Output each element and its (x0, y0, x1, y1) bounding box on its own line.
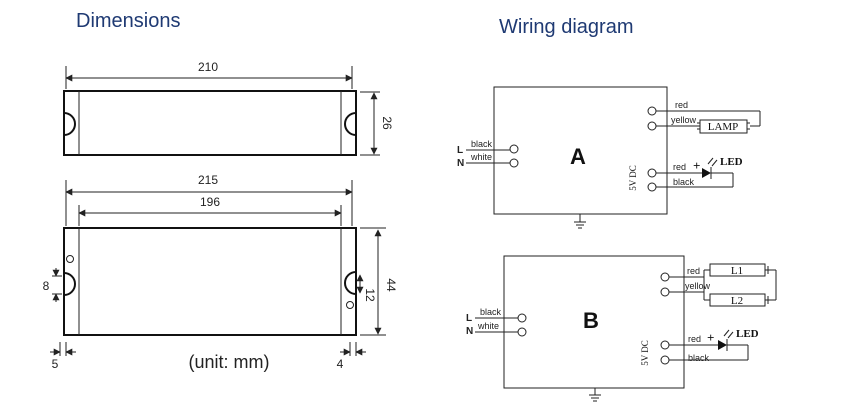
top-view-housing (63, 90, 357, 156)
a-l-label: L (457, 145, 463, 156)
ballast-a-box (493, 86, 668, 215)
ballast-b-letter: B (583, 308, 599, 333)
wiring-diagram-b: B L N black white red yellow L1 L (466, 255, 777, 402)
b-black-wire-label: black (480, 307, 502, 317)
right-mount-notch (344, 271, 357, 295)
a-led-red-label: red (673, 162, 686, 172)
b-led-black-label: black (688, 353, 710, 363)
a-black-wire-label: black (471, 139, 493, 149)
wiring-diagram-title: Wiring diagram (499, 16, 634, 38)
top-length-label: 210 (198, 60, 218, 74)
right-mount-hole (346, 301, 354, 309)
left-margin-label: 5 (52, 357, 59, 371)
a-led-plus: + (693, 158, 700, 173)
a-terminal-n (509, 158, 519, 168)
a-n-label: N (457, 158, 464, 169)
b-lamp-1-label: L1 (731, 265, 743, 277)
a-led-black-label: black (673, 177, 695, 187)
a-yellow-wire-label: yellow (671, 115, 697, 125)
b-led-red-label: red (688, 334, 701, 344)
a-terminal-led-neg (647, 182, 657, 192)
b-yellow-wire-label: yellow (685, 281, 711, 291)
a-terminal-l (509, 144, 519, 154)
hole-spacing-label: 196 (200, 195, 220, 209)
b-terminal-yellow (660, 287, 670, 297)
right-mount-slot (344, 112, 357, 136)
wiring-diagram-a: A L N black white red yellow LAMP (457, 86, 761, 229)
a-terminal-led-pos (647, 168, 657, 178)
b-terminal-l (517, 313, 527, 323)
b-led-symbol (718, 340, 727, 350)
bottom-view-housing (63, 227, 357, 336)
a-lamp (699, 119, 748, 134)
a-terminal-red (647, 106, 657, 116)
a-led-label: LED (720, 156, 743, 168)
top-height-label: 26 (380, 116, 394, 130)
dimensions-title: Dimensions (76, 10, 181, 32)
b-l-label: L (466, 313, 472, 324)
b-led-label: LED (736, 328, 759, 340)
b-terminal-n (517, 327, 527, 337)
b-n-label: N (466, 326, 473, 337)
total-length-label: 215 (198, 173, 218, 187)
left-notch-label: 8 (43, 279, 50, 293)
a-led-symbol (702, 168, 711, 178)
b-led-plus: + (707, 330, 714, 345)
a-lamp-label: LAMP (708, 121, 739, 133)
right-margin-label: 4 (337, 357, 344, 371)
b-terminal-red (660, 272, 670, 282)
b-white-wire-label: white (477, 321, 499, 331)
left-mount-notch (63, 272, 76, 296)
b-lamp-2-label: L2 (731, 295, 743, 307)
a-5vdc-label: 5V DC (628, 165, 638, 191)
b-red-wire-label: red (687, 266, 700, 276)
ballast-a-letter: A (570, 144, 586, 169)
left-mount-hole (66, 255, 74, 263)
a-red-wire-label: red (675, 100, 688, 110)
bottom-height-label: 44 (384, 278, 398, 292)
b-terminal-led-neg (660, 355, 670, 365)
bottom-view-drawing: 215 196 44 12 8 5 (43, 173, 398, 372)
b-terminal-led-pos (660, 340, 670, 350)
unit-note: (unit: mm) (189, 352, 270, 372)
left-mount-slot (63, 112, 76, 136)
a-white-wire-label: white (470, 152, 492, 162)
ballast-b-box (503, 255, 685, 389)
notch-height-label: 12 (363, 288, 377, 302)
top-view-drawing: 210 26 (63, 60, 394, 156)
a-terminal-yellow (647, 121, 657, 131)
b-5vdc-label: 5V DC (640, 340, 650, 366)
